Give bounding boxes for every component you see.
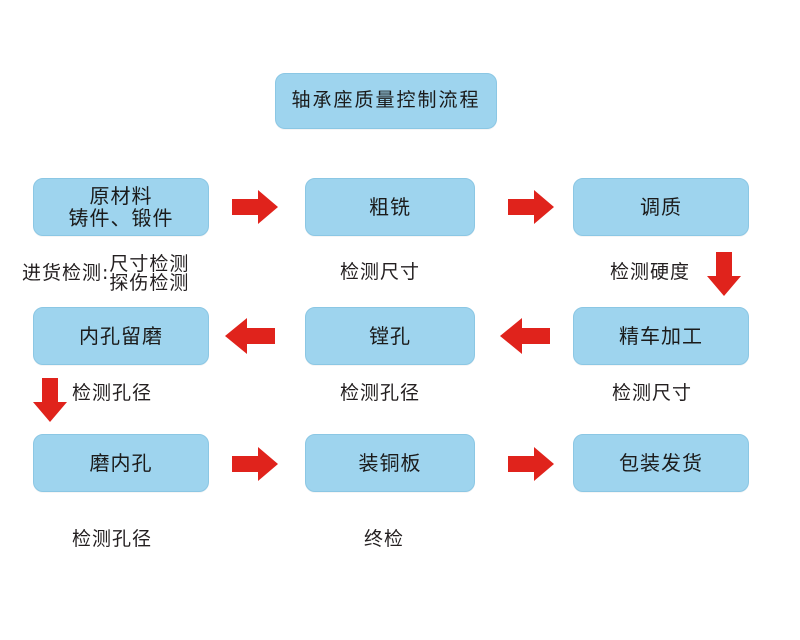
node-boring[interactable]: 镗孔 (305, 307, 475, 365)
node-copper-plate-mounting-line1: 装铜板 (358, 450, 422, 475)
node-copper-plate-mounting[interactable]: 装铜板 (305, 434, 475, 492)
node-boring-line1: 镗孔 (369, 323, 411, 348)
node-finish-turning[interactable]: 精车加工 (573, 307, 749, 365)
arrow-right-icon (508, 447, 554, 481)
node-bore-grinding-allowance[interactable]: 内孔留磨 (33, 307, 209, 365)
arrow-down-icon (33, 378, 67, 422)
caption-check-bore-2-text: 检测孔径 (340, 382, 421, 404)
caption-check-hardness: 检测硬度 (610, 261, 691, 283)
node-rough-milling[interactable]: 粗铣 (305, 178, 475, 236)
node-bore-grinding-allowance-line1: 内孔留磨 (79, 323, 163, 348)
node-rough-milling-line1: 粗铣 (369, 194, 411, 219)
caption-check-dimension-2-text: 检测尺寸 (612, 382, 693, 404)
arrow-right-icon (232, 190, 278, 224)
caption-final-inspection: 终检 (364, 528, 405, 550)
flowchart-title-text: 轴承座质量控制流程 (291, 89, 481, 112)
node-finish-turning-line1: 精车加工 (619, 323, 703, 348)
arrow-left-icon (225, 318, 275, 354)
node-bore-grinding-line1: 磨内孔 (89, 450, 153, 475)
caption-check-dimension-1-text: 检测尺寸 (340, 261, 421, 283)
caption-check-bore-1-text: 检测孔径 (72, 382, 153, 404)
caption-check-dimension-1: 检测尺寸 (340, 261, 421, 283)
arrow-right-icon (232, 447, 278, 481)
node-raw-material-line1: 原材料 (89, 183, 153, 208)
arrow-left-icon (500, 318, 550, 354)
node-raw-material[interactable]: 原材料 铸件、锻件 (33, 178, 209, 236)
caption-check-dimension-2: 检测尺寸 (612, 382, 693, 404)
flowchart-title-box: 轴承座质量控制流程 (275, 73, 497, 129)
node-packing-shipping-line1: 包装发货 (619, 450, 703, 475)
caption-check-bore-3: 检测孔径 (72, 528, 153, 550)
caption-check-bore-1: 检测孔径 (72, 382, 153, 404)
caption-incoming-inspection-line2: 探伤检测 (109, 272, 190, 295)
caption-incoming-inspection-line1: 尺寸检测 (109, 253, 190, 275)
node-quenching-tempering-line1: 调质 (640, 194, 682, 219)
caption-check-hardness-text: 检测硬度 (610, 261, 691, 283)
caption-check-bore-2: 检测孔径 (340, 382, 421, 404)
caption-incoming-inspection: 进货检测: 尺寸检测 探伤检测 (22, 253, 190, 295)
caption-final-inspection-text: 终检 (364, 528, 405, 550)
node-packing-shipping[interactable]: 包装发货 (573, 434, 749, 492)
node-quenching-tempering[interactable]: 调质 (573, 178, 749, 236)
caption-check-bore-3-text: 检测孔径 (72, 528, 153, 550)
node-raw-material-line2: 铸件、锻件 (68, 206, 174, 230)
node-bore-grinding[interactable]: 磨内孔 (33, 434, 209, 492)
arrow-right-icon (508, 190, 554, 224)
arrow-down-icon (707, 252, 741, 296)
caption-incoming-inspection-prefix: 进货检测: (22, 262, 110, 285)
